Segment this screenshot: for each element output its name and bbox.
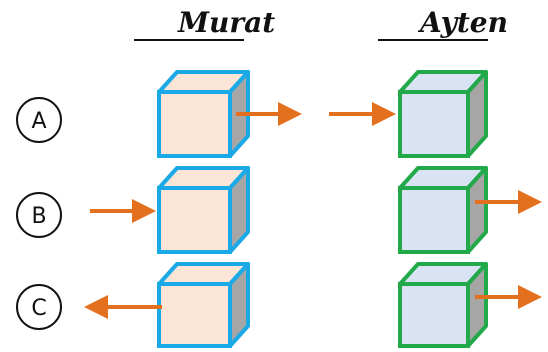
row-label-b: B <box>16 192 62 238</box>
murat-cube-c <box>157 262 250 348</box>
row-label-c-text: C <box>31 296 46 321</box>
murat-cube-b <box>157 166 250 254</box>
row-label-a: A <box>16 97 62 143</box>
row-label-b-text: B <box>31 204 46 229</box>
row-label-c-circle <box>16 284 62 330</box>
name-ayten: Ayten <box>378 6 508 41</box>
ayten-cube-a <box>398 70 488 158</box>
murat-cube-a <box>157 70 250 158</box>
row-label-a-circle <box>16 97 62 143</box>
row-label-c: C <box>16 284 62 330</box>
row-label-a-text: A <box>31 109 46 134</box>
name-murat-text: Murat <box>177 6 275 39</box>
row-label-b-circle <box>16 192 62 238</box>
name-murat: Murat <box>134 6 275 41</box>
ayten-cube-b <box>398 166 488 254</box>
ayten-cube-c <box>398 262 488 348</box>
name-ayten-text: Ayten <box>417 6 508 39</box>
